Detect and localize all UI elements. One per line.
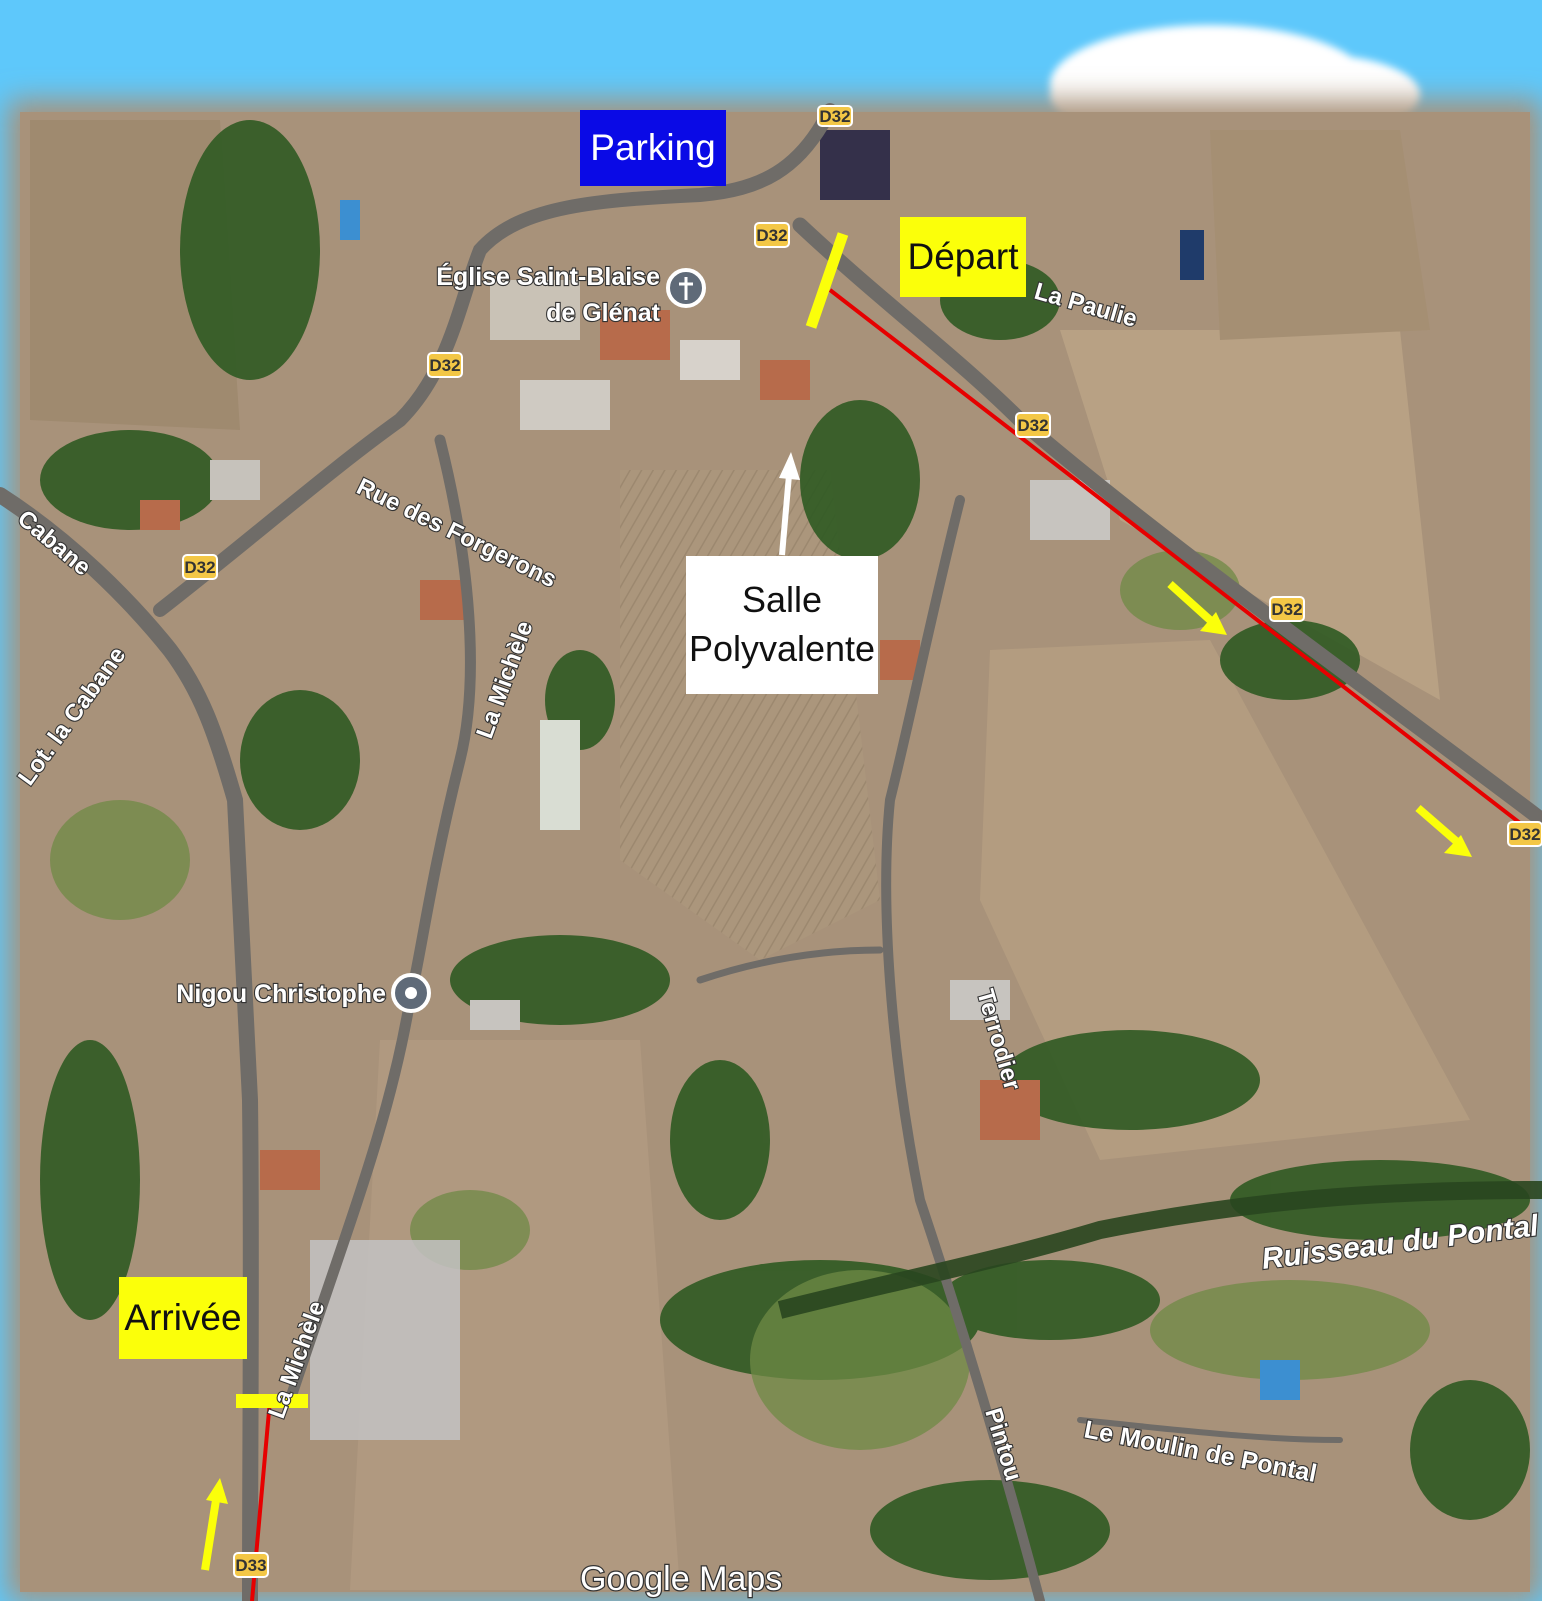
road-network xyxy=(0,103,1542,1601)
route xyxy=(236,232,1542,1601)
arrivee-label: Arrivée xyxy=(119,1277,247,1359)
svg-text:D32: D32 xyxy=(756,226,787,245)
direction-arrows xyxy=(201,452,1472,1571)
yellow-arrow-icon xyxy=(201,1478,228,1571)
vegetation-light xyxy=(50,550,1430,1450)
salle-label-line2: Polyvalente xyxy=(688,628,876,669)
road-badge: D32 xyxy=(754,222,790,248)
road-badge: D33 xyxy=(233,1552,269,1578)
road-badges: D32 D32 D32 D32 D32 D32 D32 D33 xyxy=(182,105,1542,1578)
road-badge: D32 xyxy=(1015,412,1051,438)
yellow-arrow-icon xyxy=(1415,804,1472,857)
field xyxy=(350,1040,680,1590)
poi-name: Nigou Christophe xyxy=(176,980,386,1008)
field xyxy=(1060,330,1440,700)
depart-marker xyxy=(805,232,849,329)
svg-text:D32: D32 xyxy=(1509,825,1540,844)
road-badge: D32 xyxy=(427,352,463,378)
arrivee-label-text: Arrivée xyxy=(124,1297,242,1339)
yellow-arrow-icon xyxy=(1167,581,1227,635)
svg-text:D32: D32 xyxy=(1017,416,1048,435)
field xyxy=(1210,130,1430,340)
salle-label-line1: Salle xyxy=(741,579,823,621)
road-badge: D32 xyxy=(817,105,853,127)
route-line-east xyxy=(828,288,1542,842)
poi-marker[interactable]: Nigou Christophe xyxy=(175,973,431,1013)
parking-label-text: Parking xyxy=(590,127,716,169)
svg-text:D33: D33 xyxy=(235,1556,266,1575)
road-badge: D32 xyxy=(1269,596,1305,622)
road-badge: D32 xyxy=(1507,821,1542,847)
stream xyxy=(777,1181,1542,1319)
church-name-line1: Église Saint-Blaise xyxy=(436,262,660,291)
field xyxy=(980,640,1470,1160)
road-badge: D32 xyxy=(182,554,218,580)
white-arrow-icon xyxy=(779,452,800,556)
church-name-line2: de Glénat xyxy=(546,299,661,327)
depart-label-text: Départ xyxy=(907,236,1019,278)
svg-text:D32: D32 xyxy=(819,107,850,126)
map-attribution: Google Maps xyxy=(580,1560,782,1598)
vegetation xyxy=(40,120,1530,1580)
church-marker[interactable]: Église Saint-Blaise de Glénat xyxy=(435,261,706,328)
salle-polyvalente-label: Salle Polyvalente xyxy=(686,556,878,694)
svg-text:D32: D32 xyxy=(184,558,215,577)
satellite-map[interactable] xyxy=(0,100,1542,1601)
parking-label: Parking xyxy=(580,110,726,186)
svg-text:D32: D32 xyxy=(429,356,460,375)
svg-text:D32: D32 xyxy=(1271,600,1302,619)
depart-label: Départ xyxy=(900,217,1026,297)
